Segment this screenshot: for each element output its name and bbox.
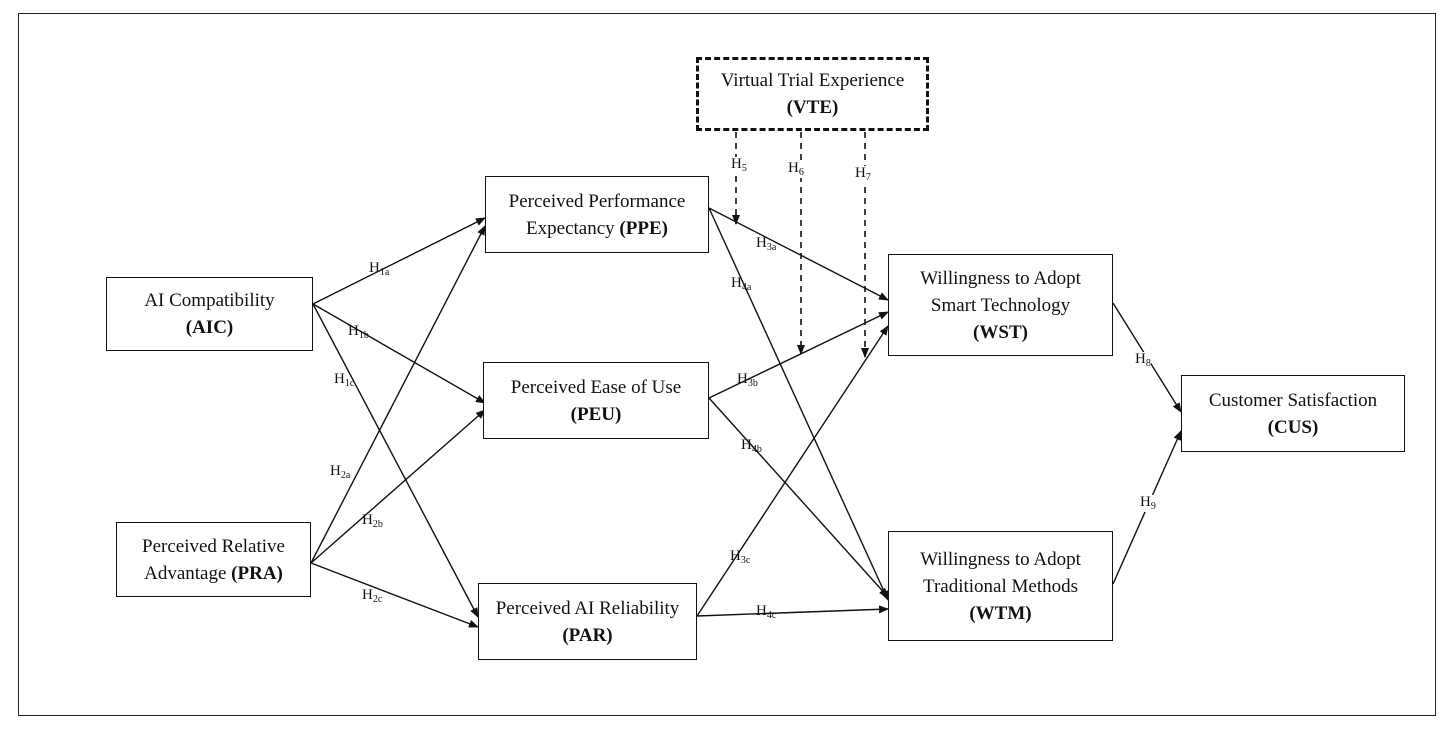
edge-par-wtm [696, 605, 889, 617]
node-par-code: (PAR) [562, 624, 613, 646]
diagram-frame [18, 13, 1436, 716]
node-par: Perceived AI Reliability (PAR) [478, 583, 697, 660]
label-h4b-sub: 4b [751, 444, 762, 455]
node-par-line1: Perceived AI Reliability [495, 597, 680, 619]
node-ppe-line2-text: Expectancy [526, 217, 620, 239]
label-h6: H6 [788, 161, 804, 178]
node-wtm-line1: Willingness to Adopt [920, 548, 1081, 570]
label-h3b-base: H [737, 371, 748, 387]
label-h4a-sub: 4a [741, 282, 752, 293]
label-h2a: H2a [330, 464, 350, 481]
node-peu-code: (PEU) [570, 403, 622, 425]
edge-par-wst [696, 325, 889, 617]
label-h1a-sub: 1a [379, 267, 390, 278]
label-h1c: H1c [334, 372, 354, 389]
label-h4b-base: H [741, 437, 752, 453]
node-vte-code: (VTE) [786, 97, 839, 118]
label-h4a-base: H [731, 275, 742, 291]
label-h5-base: H [731, 156, 742, 172]
edge-aic-peu [312, 303, 486, 404]
node-peu-line1: Perceived Ease of Use [510, 376, 682, 398]
label-h3a-sub: 3a [766, 242, 777, 253]
label-h1b: H1b [348, 324, 369, 341]
label-h4c-base: H [756, 603, 767, 619]
node-wst-line1: Willingness to Adopt [920, 267, 1081, 289]
label-h1b-base: H [348, 323, 359, 339]
label-h1a: H1a [369, 261, 389, 278]
node-pra-line1: Perceived Relative [142, 535, 285, 557]
label-h7-sub: 7 [865, 172, 871, 183]
node-aic: AI Compatibility (AIC) [106, 277, 313, 351]
label-h3a-base: H [756, 235, 767, 251]
label-h3b: H3b [737, 372, 758, 389]
label-h4a: H4a [731, 276, 751, 293]
label-h9-base: H [1140, 494, 1151, 510]
edge-peu-wtm [708, 397, 889, 598]
label-h2c-sub: 2c [372, 594, 383, 605]
label-h2c: H2c [362, 588, 382, 605]
node-cus-line1: Customer Satisfaction [1208, 389, 1378, 411]
node-cus-code: (CUS) [1267, 416, 1319, 438]
node-wtm: Willingness to Adopt Traditional Methods… [888, 531, 1113, 641]
edge-pra-par [310, 562, 479, 628]
label-h2b-sub: 2b [372, 519, 383, 530]
label-h6-sub: 6 [798, 167, 804, 178]
node-wtm-code: (WTM) [969, 602, 1032, 624]
label-h2c-base: H [362, 587, 373, 603]
node-pra-code: (PRA) [231, 562, 283, 584]
label-h4b: H4b [741, 438, 762, 455]
label-h5-sub: 5 [741, 163, 747, 174]
label-h3b-sub: 3b [747, 378, 758, 389]
label-h9-sub: 9 [1150, 501, 1156, 512]
label-h3c: H3c [730, 549, 750, 566]
label-h2a-sub: 2a [340, 470, 351, 481]
node-pra: Perceived Relative Advantage (PRA) [116, 522, 311, 597]
edge-ppe-wtm [708, 207, 889, 601]
label-h3a: H3a [756, 236, 776, 253]
label-h5: H5 [731, 157, 747, 174]
label-h9: H9 [1140, 495, 1156, 512]
node-ppe-line2: Expectancy (PPE) [526, 215, 668, 242]
edge-aic-ppe [312, 217, 486, 305]
label-h8-base: H [1135, 351, 1146, 367]
label-h6-base: H [788, 160, 799, 176]
label-h4c: H4c [756, 604, 776, 621]
node-aic-line1: AI Compatibility [144, 290, 275, 311]
node-pra-line2: Advantage (PRA) [144, 560, 283, 587]
node-ppe: Perceived Performance Expectancy (PPE) [485, 176, 709, 253]
node-ppe-code: (PPE) [619, 217, 668, 239]
label-h7-base: H [855, 165, 866, 181]
node-wtm-line1b: Traditional Methods [923, 575, 1078, 597]
label-h1b-sub: 1b [358, 330, 369, 341]
label-h3c-base: H [730, 548, 741, 564]
node-cus: Customer Satisfaction (CUS) [1181, 375, 1405, 452]
node-ppe-line1: Perceived Performance [508, 190, 686, 212]
label-h2a-base: H [330, 463, 341, 479]
label-h4c-sub: 4c [766, 610, 777, 621]
label-h1c-base: H [334, 371, 345, 387]
node-pra-line2-text: Advantage [144, 562, 232, 584]
edge-aic-par [312, 303, 479, 618]
label-h1a-base: H [369, 260, 380, 276]
edge-peu-wst [708, 311, 889, 399]
node-wst: Willingness to Adopt Smart Technology (W… [888, 254, 1113, 356]
node-vte-line1: Virtual Trial Experience [720, 70, 905, 91]
node-vte: Virtual Trial Experience (VTE) [696, 57, 929, 131]
label-h2b-base: H [362, 512, 373, 528]
label-h8-sub: 8 [1145, 358, 1151, 369]
label-h3c-sub: 3c [740, 555, 751, 566]
label-h7: H7 [855, 166, 871, 183]
node-wst-code: (WST) [973, 321, 1028, 343]
node-wst-line1b: Smart Technology [930, 294, 1071, 316]
label-h1c-sub: 1c [344, 378, 355, 389]
edge-pra-ppe [310, 225, 486, 564]
node-aic-code: (AIC) [185, 317, 234, 338]
node-peu: Perceived Ease of Use (PEU) [483, 362, 709, 439]
edge-pra-peu [310, 409, 486, 564]
label-h8: H8 [1135, 352, 1151, 369]
label-h2b: H2b [362, 513, 383, 530]
